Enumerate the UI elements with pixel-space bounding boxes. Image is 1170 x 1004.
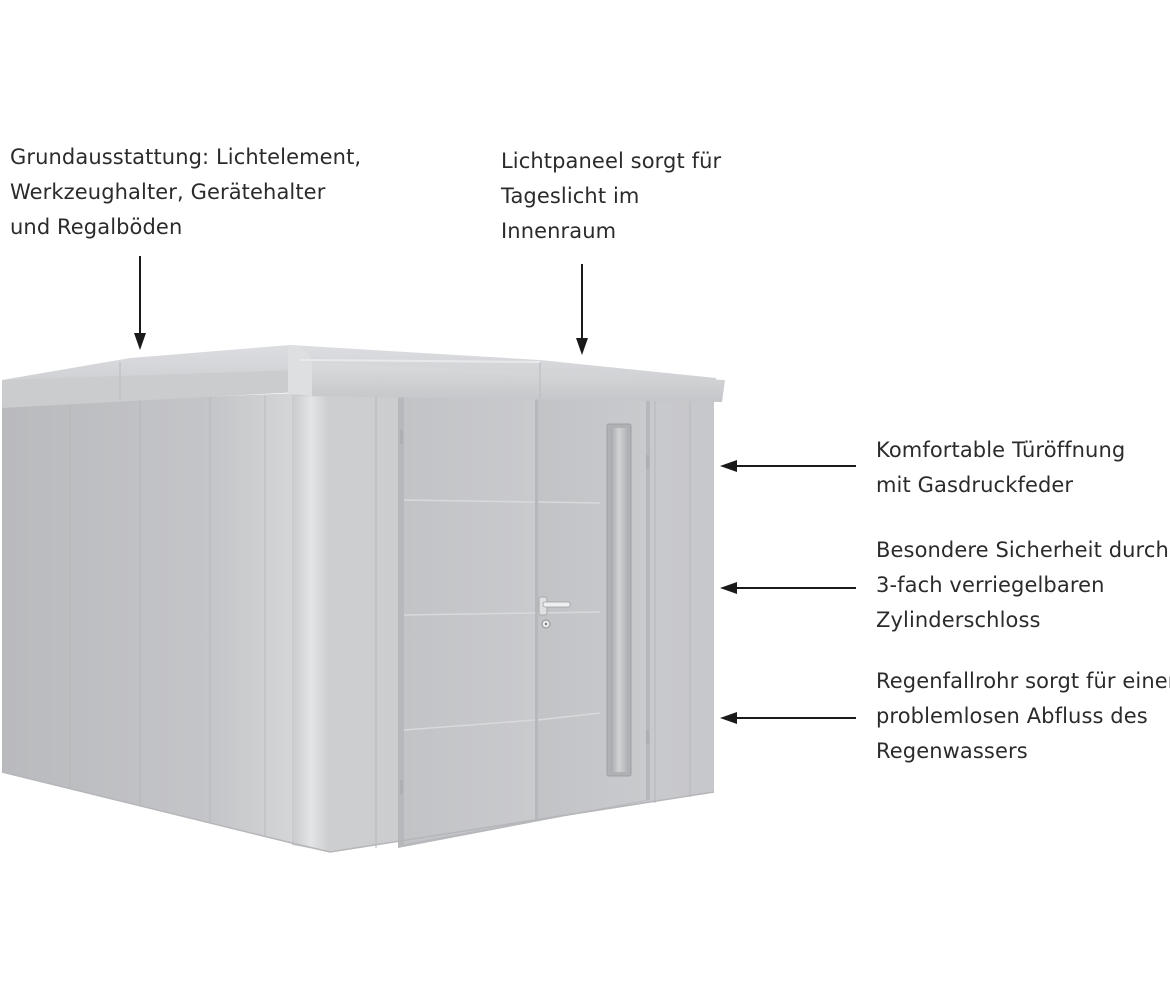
callout-door-opening-line-1: Komfortable Türöffnung bbox=[876, 438, 1126, 462]
callout-equipment-line-1: Grundausstattung: Lichtelement, bbox=[10, 145, 362, 169]
door-grooves bbox=[403, 499, 601, 731]
shed-side-wall bbox=[2, 393, 300, 845]
callout-door-opening: Komfortable Türöffnung mit Gasdruckfeder bbox=[876, 433, 1125, 503]
double-door bbox=[398, 388, 650, 848]
arrow-door-opening bbox=[720, 460, 856, 472]
callout-door-opening-line-2: mit Gasdruckfeder bbox=[876, 473, 1074, 497]
shed-corner-post bbox=[292, 392, 330, 852]
callout-downpipe-line-3: Regenwassers bbox=[876, 739, 1028, 763]
callout-light-panel: Lichtpaneel sorgt für Tageslicht im Inne… bbox=[501, 144, 721, 249]
callout-equipment-line-3: und Regalböden bbox=[10, 215, 183, 239]
arrow-security bbox=[720, 582, 856, 594]
side-wall-seams bbox=[69, 395, 266, 836]
roof-side-fascia bbox=[2, 370, 300, 408]
callout-arrows bbox=[134, 256, 856, 724]
shed-roof bbox=[2, 345, 725, 408]
door-hinges bbox=[400, 430, 649, 794]
front-wall-seams bbox=[375, 393, 691, 848]
roof-light-panel bbox=[299, 359, 541, 363]
roof-corner bbox=[288, 345, 312, 396]
arrow-light-panel bbox=[576, 264, 588, 355]
arrow-downpipe bbox=[720, 712, 856, 724]
garden-shed bbox=[1, 345, 725, 853]
callout-equipment-line-2: Werkzeughalter, Gerätehalter bbox=[10, 180, 326, 204]
door-handle bbox=[538, 596, 571, 629]
callout-downpipe-line-2: problemlosen Abfluss des bbox=[876, 704, 1148, 728]
callout-security-line-3: Zylinderschloss bbox=[876, 608, 1041, 632]
callout-security-line-2: 3-fach verriegelbaren bbox=[876, 573, 1105, 597]
callout-downpipe-line-1: Regenfallrohr sorgt für einen bbox=[876, 669, 1170, 693]
callout-light-panel-line-3: Innenraum bbox=[501, 219, 617, 243]
roof-front-fascia bbox=[296, 362, 725, 402]
callout-downpipe: Regenfallrohr sorgt für einen problemlos… bbox=[876, 664, 1170, 769]
callout-security-line-1: Besondere Sicherheit durch bbox=[876, 538, 1169, 562]
callout-equipment: Grundausstattung: Lichtelement, Werkzeug… bbox=[10, 140, 361, 245]
callout-light-panel-line-1: Lichtpaneel sorgt für bbox=[501, 149, 722, 173]
callout-security: Besondere Sicherheit durch 3-fach verrie… bbox=[876, 533, 1169, 638]
callout-light-panel-line-2: Tageslicht im bbox=[501, 184, 640, 208]
arrow-equipment bbox=[134, 256, 146, 350]
door-leaf-left bbox=[404, 392, 535, 844]
